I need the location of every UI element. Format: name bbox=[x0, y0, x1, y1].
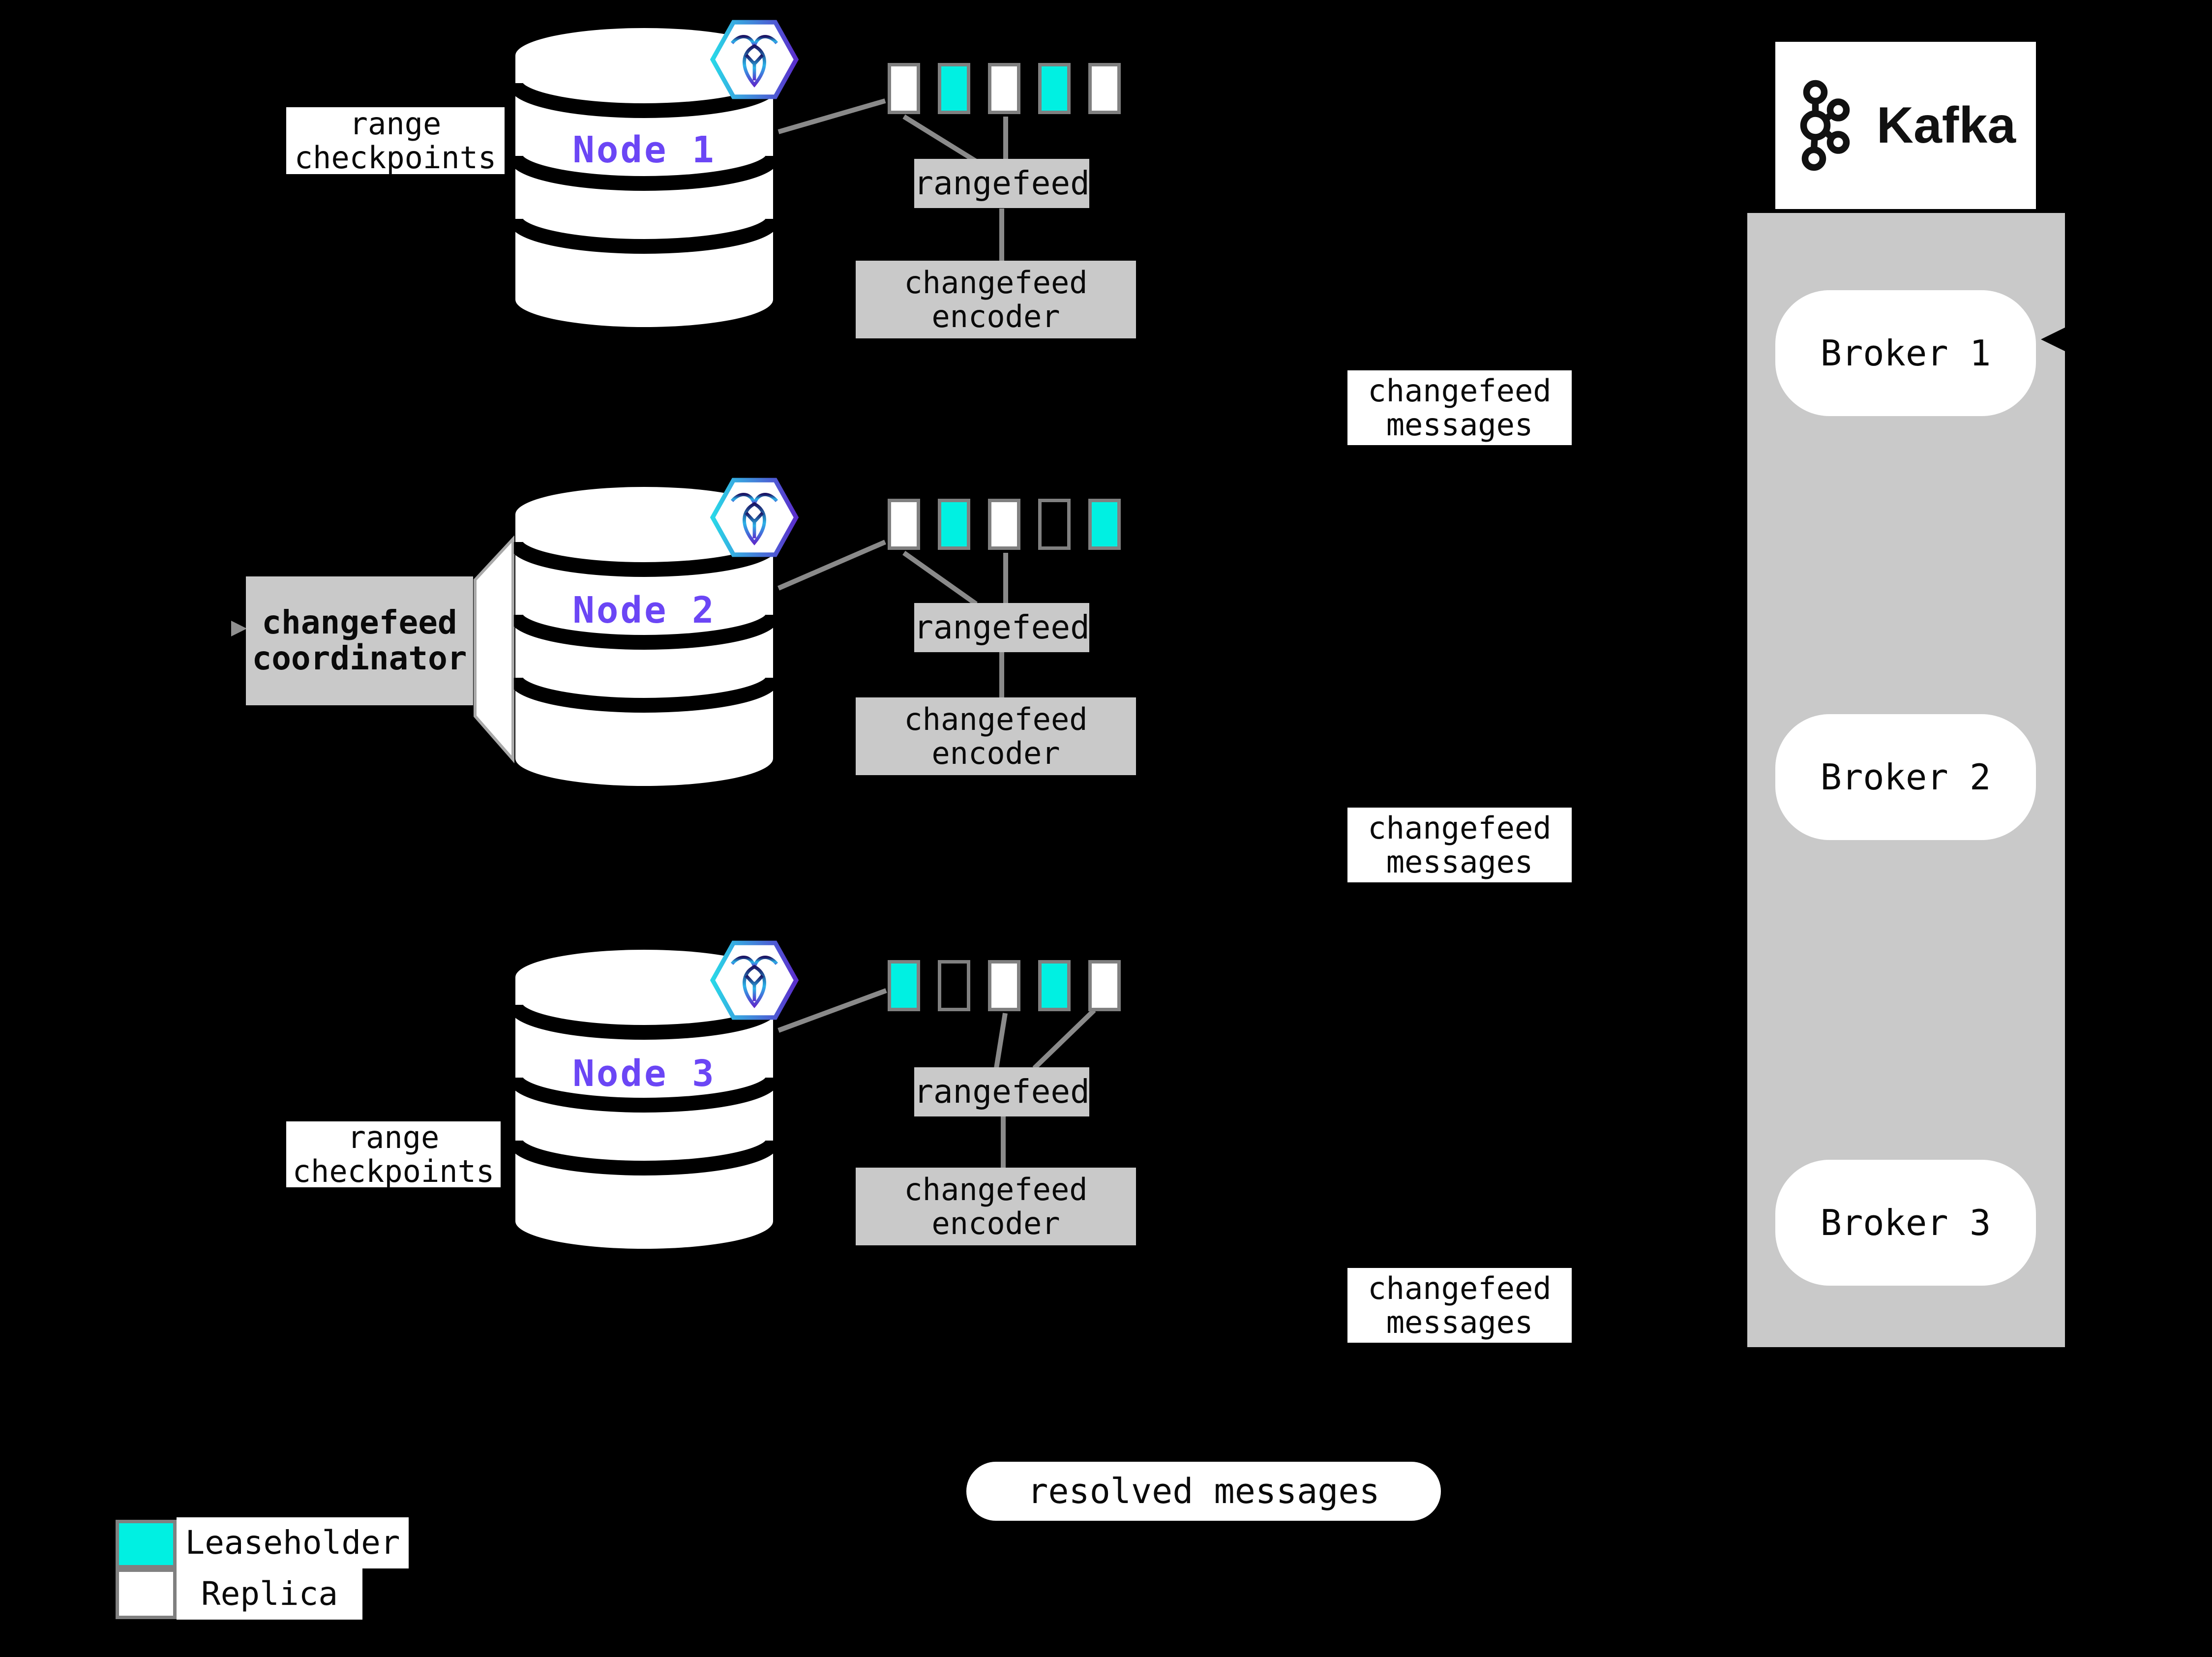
changefeed-messages-box: changefeed messages bbox=[1347, 1268, 1572, 1343]
label-line: changefeed bbox=[1368, 810, 1552, 846]
range-checkpoints-label-bottom: range checkpoints bbox=[286, 1119, 501, 1189]
cockroachdb-icon bbox=[710, 478, 799, 557]
resolved-messages-label: resolved messages bbox=[1027, 1471, 1380, 1511]
range-rect-replica bbox=[888, 499, 920, 550]
connector-line bbox=[1032, 1008, 1096, 1070]
changefeed-coordinator-box: changefeed coordinator bbox=[246, 576, 473, 705]
kafka-header: Kafka bbox=[1775, 42, 2036, 209]
range-rect-replica bbox=[988, 499, 1020, 550]
rangefeed-box: rangefeed bbox=[914, 159, 1090, 208]
range-replicas-row bbox=[888, 499, 1121, 550]
broker-label: Broker 2 bbox=[1820, 756, 1991, 798]
range-replicas-row bbox=[888, 63, 1121, 114]
range-rect-empty bbox=[1038, 499, 1071, 550]
label-line: changefeed bbox=[262, 603, 457, 642]
legend-replica-swatch bbox=[116, 1568, 177, 1619]
connector-line bbox=[902, 550, 978, 606]
kafka-brand-label: Kafka bbox=[1876, 96, 2016, 154]
connector-line bbox=[902, 114, 978, 164]
broker-2: Broker 2 bbox=[1775, 714, 2036, 840]
arrowhead-icon bbox=[231, 621, 247, 636]
range-rect-replica bbox=[1088, 960, 1121, 1011]
node-3-label: Node 3 bbox=[572, 1053, 716, 1095]
cockroachdb-icon bbox=[710, 940, 799, 1020]
label-line: range bbox=[347, 1119, 440, 1155]
rangefeed-label: rangefeed bbox=[914, 1072, 1090, 1111]
legend-leaseholder-swatch bbox=[116, 1520, 177, 1568]
label-line: messages bbox=[1386, 1304, 1533, 1340]
label-line: encoder bbox=[931, 1205, 1060, 1241]
connector-line bbox=[777, 988, 887, 1033]
label-line: encoder bbox=[931, 299, 1060, 334]
label-line: changefeed bbox=[1368, 1270, 1552, 1306]
legend-label-text: Leaseholder bbox=[185, 1523, 400, 1562]
range-rect-replica bbox=[888, 63, 920, 114]
legend-leaseholder-label: Leaseholder bbox=[177, 1517, 409, 1568]
rangefeed-box: rangefeed bbox=[914, 603, 1090, 652]
range-replicas-row bbox=[888, 960, 1121, 1011]
database-cylinder-icon bbox=[514, 487, 775, 786]
changefeed-messages-box: changefeed messages bbox=[1347, 370, 1572, 445]
connector-line bbox=[777, 98, 886, 134]
label-line: changefeed bbox=[1368, 372, 1552, 409]
label-line: changefeed bbox=[904, 701, 1088, 737]
changefeed-encoder-box: changefeed encoder bbox=[856, 1168, 1136, 1245]
label-line: checkpoints bbox=[292, 1153, 495, 1189]
cockroachdb-icon bbox=[710, 20, 799, 99]
coordinator-callout-shape bbox=[474, 535, 514, 763]
rangefeed-label: rangefeed bbox=[914, 608, 1090, 646]
range-rect-leaseholder bbox=[1038, 960, 1071, 1011]
rangefeed-label: rangefeed bbox=[914, 164, 1090, 202]
range-rect-replica bbox=[1088, 63, 1121, 114]
kafka-logo-icon bbox=[1800, 80, 1850, 171]
label-line: range bbox=[349, 105, 442, 142]
broker-label: Broker 1 bbox=[1820, 332, 1991, 374]
label-line: messages bbox=[1386, 844, 1533, 880]
range-rect-leaseholder bbox=[938, 63, 970, 114]
broker-3: Broker 3 bbox=[1775, 1160, 2036, 1286]
label-line: messages bbox=[1386, 407, 1533, 443]
label-line: changefeed bbox=[904, 264, 1088, 301]
range-checkpoints-label-top: range checkpoints bbox=[286, 105, 505, 176]
range-rect-leaseholder bbox=[888, 960, 920, 1011]
node-2-label: Node 2 bbox=[572, 589, 716, 632]
arrowhead-icon bbox=[2041, 328, 2065, 351]
label-line: changefeed bbox=[904, 1171, 1088, 1207]
changefeed-encoder-box: changefeed encoder bbox=[856, 261, 1136, 338]
changefeed-messages-box: changefeed messages bbox=[1347, 808, 1572, 882]
range-rect-leaseholder bbox=[1088, 499, 1121, 550]
range-rect-leaseholder bbox=[938, 499, 970, 550]
broker-label: Broker 3 bbox=[1820, 1202, 1991, 1243]
node-1-label: Node 1 bbox=[572, 129, 716, 171]
range-rect-replica bbox=[988, 63, 1020, 114]
label-line: checkpoints bbox=[294, 140, 497, 176]
changefeed-encoder-box: changefeed encoder bbox=[856, 697, 1136, 775]
label-line: encoder bbox=[931, 735, 1060, 771]
range-rect-leaseholder bbox=[1038, 63, 1071, 114]
legend-label-text: Replica bbox=[201, 1574, 338, 1613]
range-rect-replica bbox=[988, 960, 1020, 1011]
rangefeed-box: rangefeed bbox=[914, 1067, 1090, 1116]
broker-1: Broker 1 bbox=[1775, 290, 2036, 416]
connector-line bbox=[777, 540, 886, 591]
legend-replica-label: Replica bbox=[177, 1568, 362, 1620]
resolved-messages-pill: resolved messages bbox=[966, 1462, 1441, 1521]
label-line: coordinator bbox=[252, 639, 467, 677]
range-rect-empty bbox=[938, 960, 970, 1011]
connector-line bbox=[994, 1013, 1008, 1069]
